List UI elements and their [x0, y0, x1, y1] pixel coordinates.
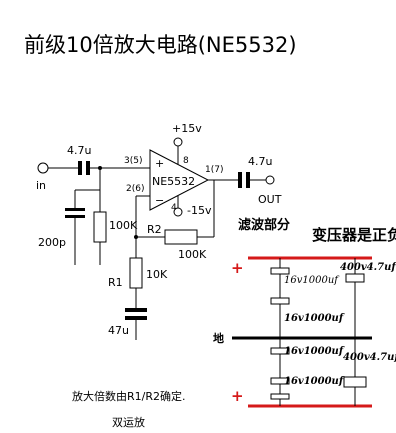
- filter-capacitor-bottom: [270, 393, 290, 400]
- pin-inverting-label: 2(6): [126, 184, 144, 194]
- positive-rail-plus: +: [231, 259, 244, 277]
- dual-opamp-note: 双运放: [112, 415, 145, 429]
- pin-non-inverting-label: 3(5): [124, 156, 142, 166]
- output-label: OUT: [258, 193, 282, 206]
- filter-capacitor-2: [270, 297, 290, 305]
- filter-title: 滤波部分: [238, 217, 290, 233]
- filter-capacitor-2-label: 16v1000uf: [284, 313, 345, 324]
- resistor-100k-label: 100K: [109, 219, 138, 232]
- capacitor-47u: [125, 308, 147, 320]
- diagram-title: 前级10倍放大电路(NE5532): [24, 33, 297, 57]
- capacitor-200p: [65, 208, 85, 218]
- resistor-r2: [164, 229, 198, 245]
- filter-capacitor-3: [270, 347, 290, 355]
- resistor-r1-name: R1: [108, 276, 123, 289]
- filter-capacitor-6-label: 400v4.7uf: [343, 352, 396, 363]
- output-terminal: [265, 175, 275, 185]
- op-amp-chip-label: NE5532: [152, 175, 195, 188]
- vee-label: -15v: [187, 204, 212, 217]
- vcc-terminal: [173, 137, 183, 147]
- filter-capacitor-5-label: 400v4.7uf: [340, 262, 396, 273]
- transformer-note: 变压器是正负: [312, 226, 396, 244]
- filter-capacitor-4: [270, 377, 290, 385]
- output-capacitor-label: 4.7u: [248, 155, 272, 168]
- resistor-r1-value: 10K: [146, 268, 168, 281]
- resistor-r1: [129, 257, 143, 289]
- ground-label: 地: [213, 331, 224, 345]
- input-label: in: [36, 179, 46, 192]
- negative-rail-plus: +: [231, 387, 244, 405]
- filter-capacitor-5: [345, 273, 365, 283]
- filter-capacitor-1: [270, 267, 290, 275]
- pin-vee-label: 4: [171, 203, 177, 213]
- input-capacitor: [78, 161, 90, 175]
- filter-section: 滤波部分 变压器是正负 + + 地 16v1000uf 16v1000uf 16…: [213, 217, 396, 408]
- op-amp-triangle: [149, 149, 210, 211]
- filter-capacitor-3-label: 16v1000uf: [284, 346, 345, 357]
- output-capacitor: [238, 172, 250, 188]
- capacitor-47u-label: 47u: [108, 324, 129, 337]
- op-amp-plus-sign: +: [155, 157, 164, 170]
- gain-note: 放大倍数由R1/R2确定.: [72, 389, 186, 403]
- filter-capacitor-6: [343, 376, 367, 388]
- pin-vcc-label: 8: [183, 156, 189, 166]
- vcc-label: +15v: [172, 122, 202, 135]
- resistor-r2-value: 100K: [178, 248, 207, 261]
- resistor-r2-name: R2: [147, 223, 162, 236]
- filter-capacitor-1-label: 16v1000uf: [284, 275, 340, 286]
- filter-capacitor-4-label: 16v1000uf: [284, 376, 345, 387]
- capacitor-200p-label: 200p: [38, 236, 66, 249]
- input-terminal: [37, 162, 49, 174]
- resistor-100k: [93, 211, 107, 243]
- pin-output-label: 1(7): [205, 165, 223, 175]
- op-amp-minus-sign: −: [155, 194, 164, 207]
- amplifier-section: in 4.7u 200p 100K NE5532 + − 3(5): [36, 122, 282, 340]
- vee-terminal: [173, 207, 183, 217]
- input-capacitor-label: 4.7u: [67, 144, 91, 157]
